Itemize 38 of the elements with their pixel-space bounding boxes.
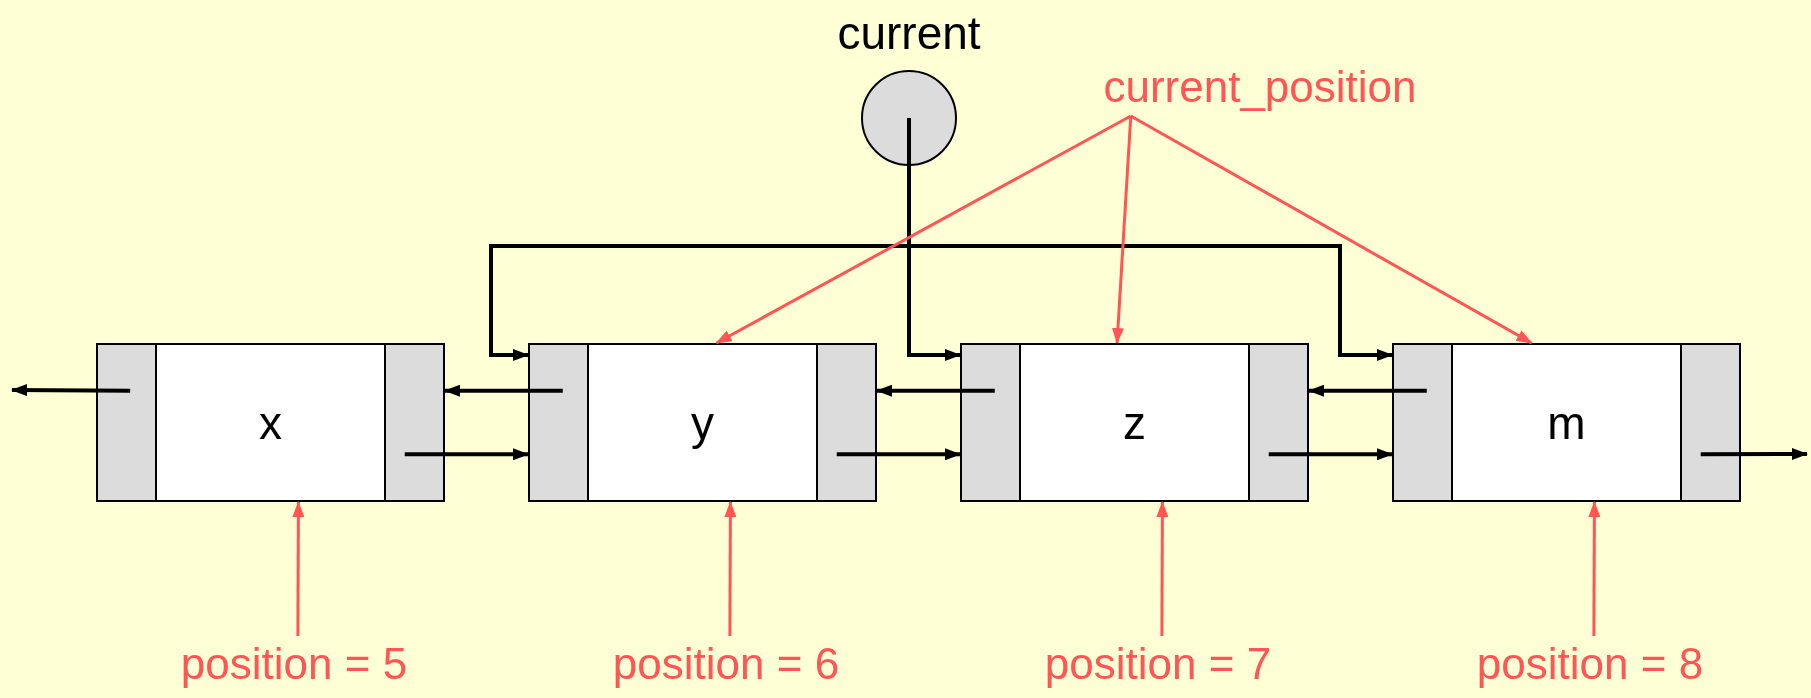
pointer-cell bbox=[1680, 343, 1741, 502]
arrow bbox=[292, 501, 305, 636]
arrow bbox=[1700, 448, 1808, 461]
arrow bbox=[444, 384, 563, 397]
arrow bbox=[836, 448, 961, 461]
arrow bbox=[1268, 448, 1393, 461]
arrow bbox=[876, 384, 995, 397]
arrow bbox=[404, 448, 529, 461]
position-label: position = 8 bbox=[1440, 636, 1740, 692]
position-label: position = 5 bbox=[144, 636, 444, 692]
arrow bbox=[1111, 115, 1133, 344]
pointer-cell bbox=[960, 343, 1021, 502]
pointer-cell bbox=[96, 343, 157, 502]
arrow bbox=[11, 384, 131, 397]
arrow bbox=[489, 244, 1393, 361]
arrow bbox=[907, 117, 961, 361]
arrow bbox=[1130, 114, 1533, 345]
list-node-box bbox=[528, 343, 877, 502]
pointer-cell bbox=[1248, 343, 1309, 502]
pointer-cell bbox=[1392, 343, 1453, 502]
node-value: z bbox=[1123, 399, 1146, 446]
list-node-box bbox=[1392, 343, 1741, 502]
arrow bbox=[1156, 501, 1169, 636]
pointer-cell bbox=[816, 343, 877, 502]
arrow bbox=[715, 114, 1132, 345]
position-label: position = 6 bbox=[576, 636, 876, 692]
arrow bbox=[724, 501, 737, 636]
arrow bbox=[1308, 384, 1427, 397]
node-value: x bbox=[259, 399, 282, 446]
arrow bbox=[1588, 501, 1601, 636]
list-node-box bbox=[960, 343, 1309, 502]
position-label: position = 7 bbox=[1008, 636, 1308, 692]
node-value: m bbox=[1547, 399, 1586, 446]
pointer-label: current_position bbox=[1090, 58, 1430, 116]
pointer-cell bbox=[384, 343, 445, 502]
list-node-box bbox=[96, 343, 445, 502]
pointer-cell bbox=[528, 343, 589, 502]
pointer-name: current bbox=[837, 10, 981, 56]
